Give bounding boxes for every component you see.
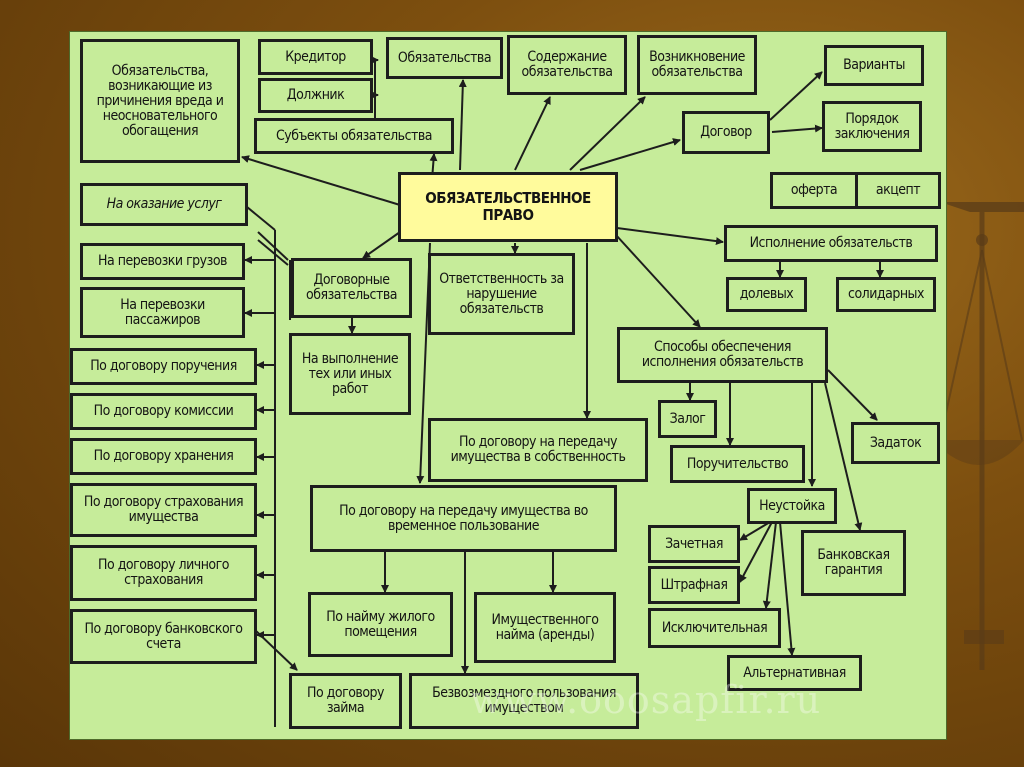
node-offset-penalty: Зачетная (648, 525, 740, 563)
node-property-insurance: По договору страхования имущества (70, 483, 257, 537)
node-offer: оферта (770, 172, 858, 209)
node-housing: По найму жилого помещения (308, 592, 453, 657)
node-ownership-transfer: По договору на передачу имущества в собс… (428, 418, 648, 482)
node-penalty: Неустойка (747, 488, 837, 524)
node-services: На оказание услуг (80, 183, 248, 226)
node-lease: Имущественного найма (аренды) (474, 592, 616, 663)
node-bank-account: По договору банковского счета (70, 609, 257, 664)
node-personal-insurance: По договору личного страхования (70, 545, 257, 601)
node-creditor: Кредитор (258, 39, 373, 75)
node-shared: долевых (726, 277, 807, 312)
node-central-obligation-law: ОБЯЗАТЕЛЬСТВЕННОЕ ПРАВО (398, 172, 618, 242)
node-liability: Ответственность за нарушение обязательст… (428, 253, 575, 335)
node-fine-penalty: Штрафная (648, 566, 740, 604)
node-contract: Договор (682, 111, 770, 154)
node-harm-obligations: Обязательства, возникающие из причинения… (80, 39, 240, 163)
node-free-use: Безвозмездного пользования имуществом (409, 673, 639, 729)
scales-decoration (932, 202, 1024, 670)
node-exclusive-penalty: Исключительная (648, 608, 781, 648)
node-passengers: На перевозки пассажиров (80, 287, 245, 338)
node-variants: Варианты (824, 45, 924, 86)
node-temporary-use: По договору на передачу имущества во вре… (310, 485, 617, 552)
node-subjects: Субъекты обязательства (254, 118, 454, 154)
node-content: Содержание обязательства (507, 35, 627, 95)
node-loan: По договору займа (289, 673, 402, 729)
node-works: На выполнение тех или иных работ (289, 333, 411, 415)
node-debtor: Должник (258, 78, 373, 113)
node-obligation: Обязательства (386, 37, 503, 79)
node-alternative-penalty: Альтернативная (727, 655, 862, 691)
node-emergence: Возникновение обязательства (637, 35, 757, 95)
node-storage: По договору хранения (70, 438, 257, 475)
node-cargo: На перевозки грузов (80, 243, 245, 280)
node-acceptance: акцепт (855, 172, 941, 209)
node-deposit: Задаток (851, 422, 940, 464)
node-bank-guarantee: Банковская гарантия (801, 530, 906, 596)
node-contractual: Договорные обязательства (291, 258, 412, 318)
node-security: Способы обеспечения исполнения обязатель… (617, 327, 828, 383)
node-performance: Исполнение обязательств (724, 225, 938, 262)
node-solidary: солидарных (836, 277, 936, 312)
node-conclusion-order: Порядок заключения (822, 101, 922, 152)
node-commission: По договору комиссии (70, 393, 257, 430)
node-surety: Поручительство (670, 445, 805, 483)
node-commission-agency: По договору поручения (70, 348, 257, 385)
node-pledge: Залог (658, 400, 717, 438)
